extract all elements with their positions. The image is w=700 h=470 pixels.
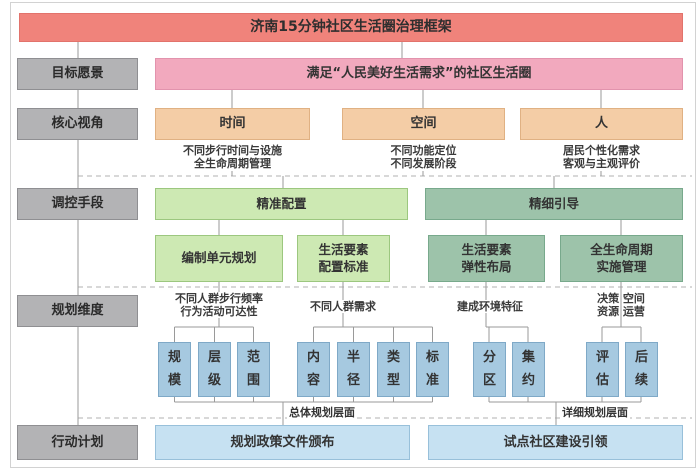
dimension-box-type: 类型 — [377, 342, 410, 397]
perspective-box-time: 时间 — [155, 108, 310, 140]
stage-label-goal: 目标愿景 — [17, 58, 138, 90]
vision-box: 满足“人民美好生活需求”的社区生活圈 — [155, 58, 683, 90]
control-child-lifecycle-management: 全生命周期实施管理 — [560, 235, 683, 282]
dimension-box-content: 内容 — [297, 342, 330, 397]
dimension-caption-environment: 建成环境特征 — [440, 300, 540, 313]
perspective-box-people: 人 — [520, 108, 683, 140]
dimension-caption-needs: 不同人群需求 — [293, 300, 393, 313]
plan-level-master: 总体规划层面 — [287, 404, 357, 420]
control-child-flexible-layout: 生活要素弹性布局 — [428, 235, 545, 282]
dimension-box-scale: 规模 — [158, 342, 191, 397]
perspective-note-people: 居民个性化需求 客观与主观评价 — [563, 144, 640, 170]
dimension-box-radius: 半径 — [337, 342, 370, 397]
dimension-box-evaluation: 评估 — [586, 342, 619, 397]
perspective-note-space: 不同功能定位 不同发展阶段 — [390, 144, 457, 170]
action-bar-pilot: 试点社区建设引领 — [428, 425, 683, 460]
control-box-fine-guidance: 精细引导 — [425, 188, 683, 220]
stage-label-dimension: 规划维度 — [17, 295, 138, 327]
perspective-note-time: 不同步行时间与设施 全生命周期管理 — [183, 144, 282, 170]
plan-level-detailed: 详细规划层面 — [560, 404, 630, 420]
control-box-precise-config: 精准配置 — [155, 188, 408, 220]
dimension-box-range: 范围 — [237, 342, 270, 397]
framework-title: 济南15分钟社区生活圈治理框架 — [19, 13, 683, 42]
dimension-box-standard: 标准 — [416, 342, 449, 397]
perspective-box-space: 空间 — [342, 108, 505, 140]
stage-label-perspective: 核心视角 — [17, 108, 138, 140]
dimension-caption-walkability: 不同人群步行频率 行为活动可达性 — [160, 292, 278, 318]
dimension-box-level: 层级 — [198, 342, 231, 397]
dimension-box-zoning: 分区 — [473, 342, 506, 397]
action-bar-policy: 规划政策文件颁布 — [155, 425, 410, 460]
stage-label-control: 调控手段 — [17, 188, 138, 220]
dimension-box-intensive: 集约 — [512, 342, 545, 397]
control-child-element-standard: 生活要素配置标准 — [297, 235, 390, 282]
dimension-box-followup: 后续 — [625, 342, 658, 397]
diagram-frame — [10, 2, 696, 468]
stage-label-action: 行动计划 — [17, 425, 138, 460]
control-child-unit-planning: 编制单元规划 — [155, 235, 283, 282]
dimension-caption-decision: 决策 空间 资源 运营 — [597, 292, 645, 318]
